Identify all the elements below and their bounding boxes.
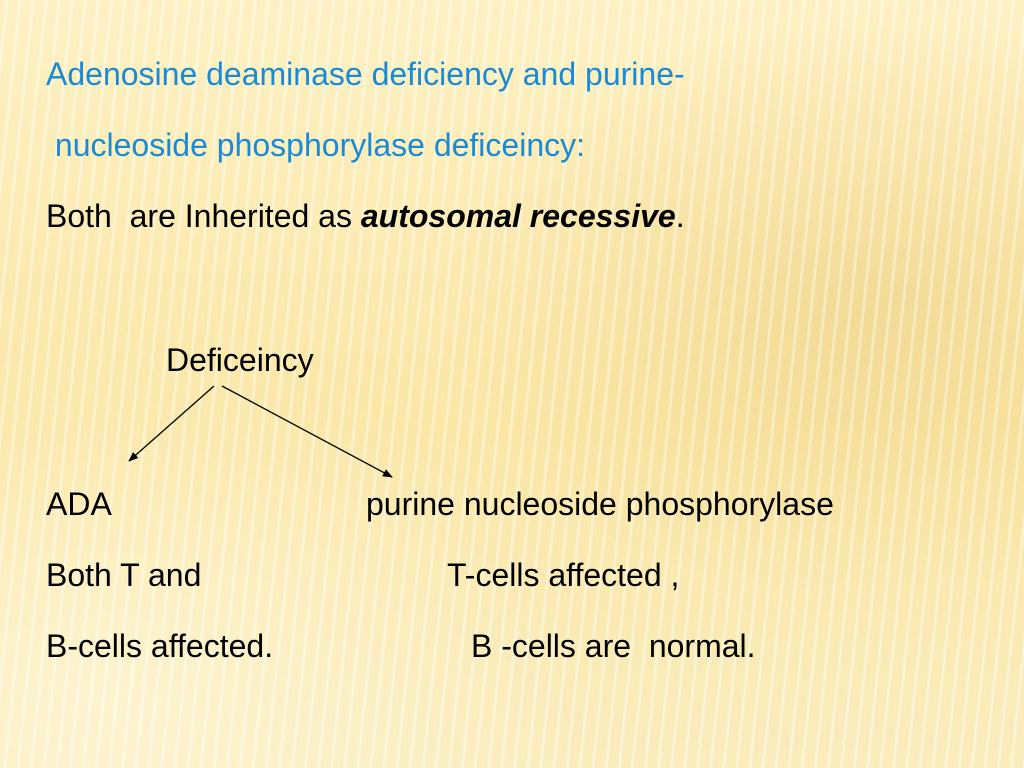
right-column-title: purine nucleoside phosphorylase: [366, 486, 834, 522]
left-column-title: ADA: [46, 486, 112, 522]
diagram-root-label: Deficeincy: [166, 342, 314, 378]
inheritance-statement: Both are Inherited as autosomal recessiv…: [46, 198, 685, 234]
inheritance-emphasis: autosomal recessive: [360, 198, 676, 234]
left-column-line-1: Both T and: [46, 557, 202, 593]
heading-line-1: Adenosine deaminase deficiency and purin…: [46, 56, 685, 92]
arrow-to-ada: [128, 385, 215, 462]
inheritance-suffix: .: [675, 198, 685, 234]
arrow-to-pnp: [221, 385, 393, 478]
heading-line-2: nucleoside phosphorylase deficeincy:: [46, 127, 585, 163]
right-column-line-2: B -cells are normal.: [471, 628, 756, 664]
inheritance-prefix: Both are Inherited as: [46, 198, 361, 234]
left-column-line-2: B-cells affected.: [46, 628, 274, 664]
right-column-line-1: T-cells affected ,: [447, 557, 680, 593]
